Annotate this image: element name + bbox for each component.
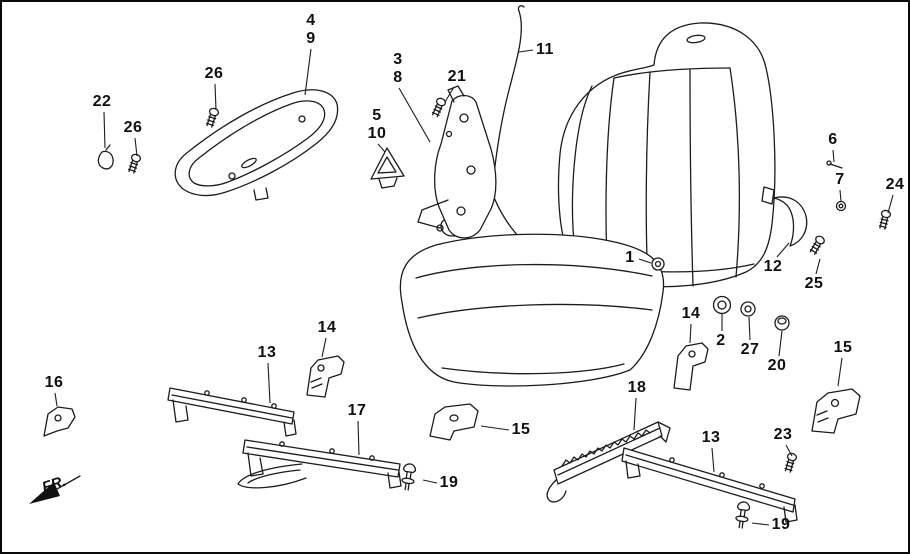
part-callout-22-3: 22 (92, 93, 112, 110)
part-callout-13-29: 13 (701, 429, 721, 446)
slide-rail-left-outer-drawing (167, 387, 297, 437)
part-callout-27-18: 27 (740, 341, 760, 358)
side-shield-drawing (174, 89, 339, 201)
part-callout-19-31: 19 (771, 516, 791, 533)
part-callout-15-25: 15 (511, 421, 531, 438)
part-callout-7-12: 7 (835, 171, 845, 188)
slide-rail-left-inner-drawing (237, 439, 402, 489)
part-callout-14-20: 14 (317, 319, 337, 336)
part-callout-9-1: 9 (306, 30, 316, 47)
part-callout-10-9: 10 (367, 125, 387, 142)
part-callout-2-17: 2 (716, 332, 726, 349)
part-callout-1-16: 1 (625, 249, 635, 266)
part-callout-17-24: 17 (347, 402, 367, 419)
part-callout-3-5: 3 (393, 51, 403, 68)
part-callout-20-19: 20 (767, 357, 787, 374)
recline-knob-drawing (370, 147, 405, 189)
part-callout-21-7: 21 (447, 68, 467, 85)
part-callout-13-21: 13 (257, 344, 277, 361)
part-callout-26-2: 26 (204, 65, 224, 82)
part-callout-23-30: 23 (773, 426, 793, 443)
fr-arrow-icon (29, 475, 81, 504)
part-callout-24-13: 24 (885, 176, 905, 193)
part-callout-25-15: 25 (804, 275, 824, 292)
rack-rail-drawing (546, 421, 671, 503)
seat-cushion-drawing (399, 233, 665, 387)
part-callout-15-27: 15 (833, 339, 853, 356)
part-callout-18-26: 18 (627, 379, 647, 396)
part-callout-6-11: 6 (828, 131, 838, 148)
part-callout-5-8: 5 (372, 107, 382, 124)
pivot-hardware-drawing (651, 160, 847, 331)
part-callout-11-10: 11 (536, 41, 554, 58)
recliner-drawing (417, 85, 497, 239)
part-callout-26-4: 26 (123, 119, 143, 136)
bracket-drawings (43, 342, 861, 441)
part-callout-12-14: 12 (763, 258, 783, 275)
slide-rail-right-outer-drawing (621, 447, 798, 523)
part-callout-19-28: 19 (439, 474, 459, 491)
part-callout-16-23: 16 (44, 374, 64, 391)
part-callout-8-6: 8 (393, 69, 403, 86)
part-callout-14-22: 14 (681, 305, 701, 322)
part-callout-4-0: 4 (306, 12, 316, 29)
clip-drawing (97, 144, 114, 170)
